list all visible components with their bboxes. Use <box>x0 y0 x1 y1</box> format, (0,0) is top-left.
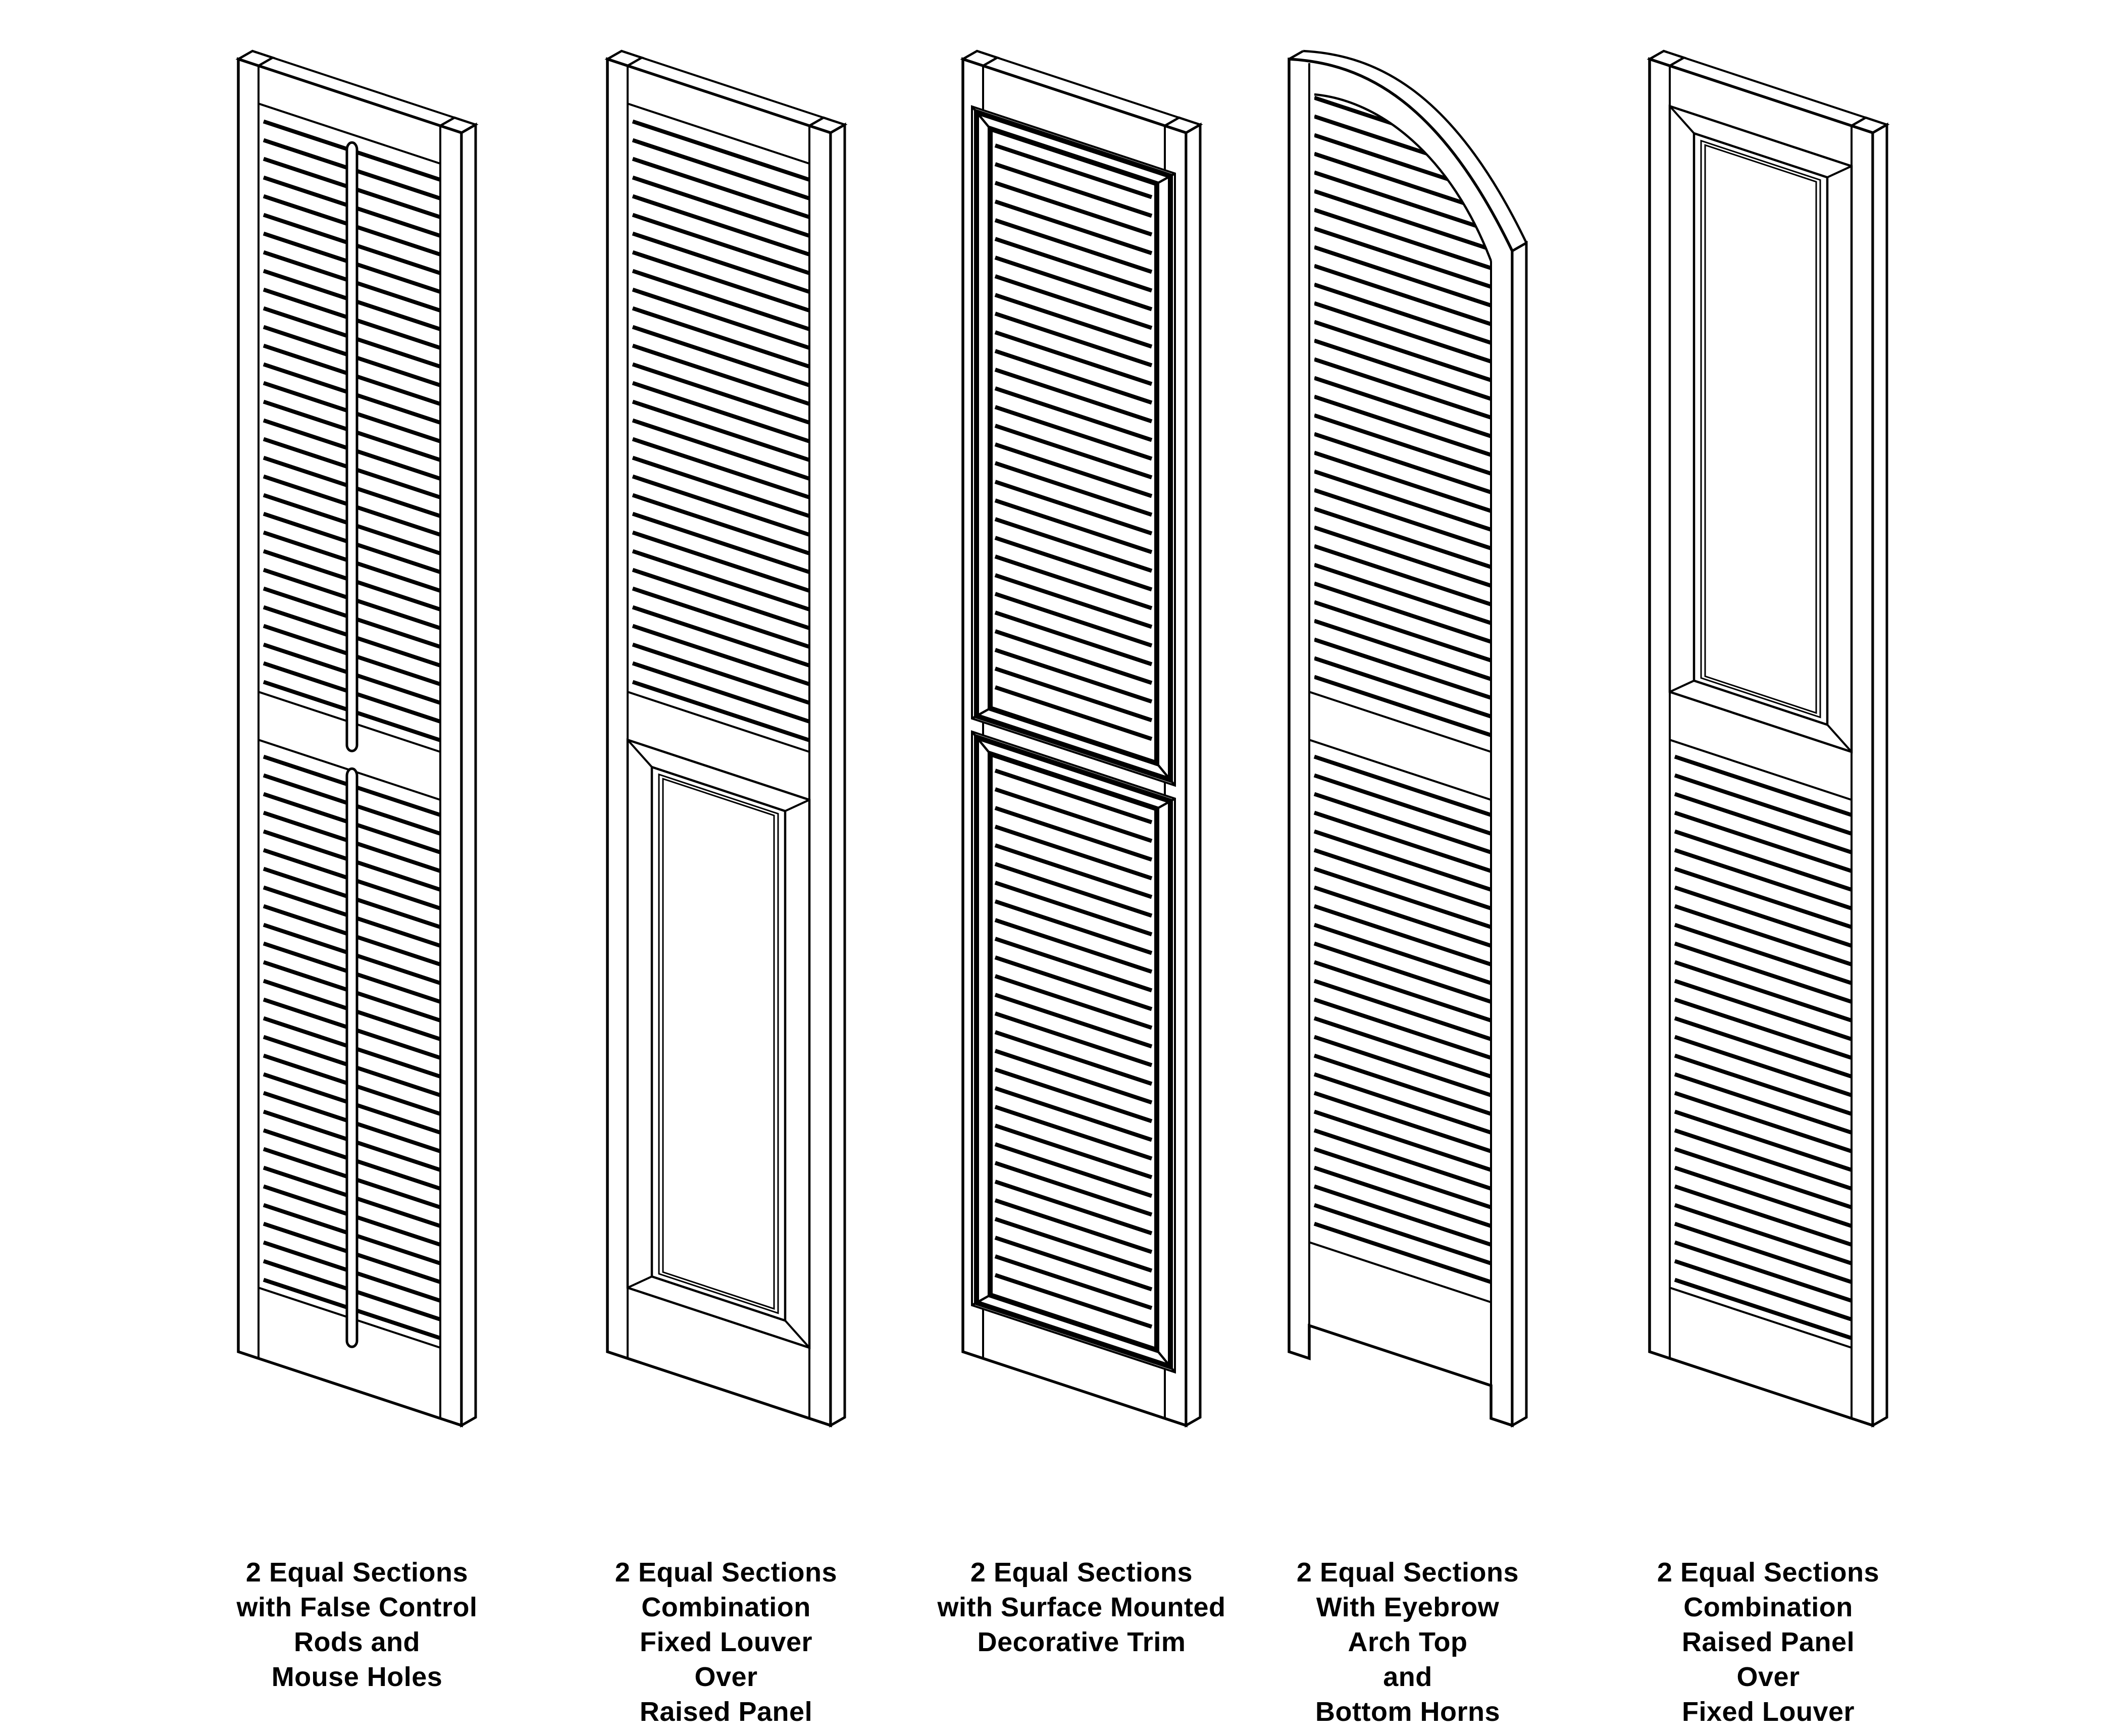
caption-shutter-2: 2 Equal Sections Combination Fixed Louve… <box>614 1557 838 1727</box>
shutter-drawing-raised-panel-over-fixed-louver <box>1647 49 1890 1428</box>
shutter-drawing-eyebrow-arch <box>1288 49 1528 1428</box>
caption-shutter-1: 2 Equal Sections with False Control Rods… <box>236 1557 478 1692</box>
shutter-drawing-false-control-rods <box>235 49 479 1428</box>
caption-shutter-5: 2 Equal Sections Combination Raised Pane… <box>1657 1557 1880 1727</box>
caption-shutter-4: 2 Equal Sections With Eyebrow Arch Top a… <box>1296 1557 1519 1727</box>
shutter-drawing-surface-mounted-trim <box>960 49 1203 1428</box>
shutter-drawing-fixed-louver-over-raised-panel <box>604 49 848 1428</box>
caption-shutter-3: 2 Equal Sections with Surface Mounted De… <box>937 1557 1226 1657</box>
